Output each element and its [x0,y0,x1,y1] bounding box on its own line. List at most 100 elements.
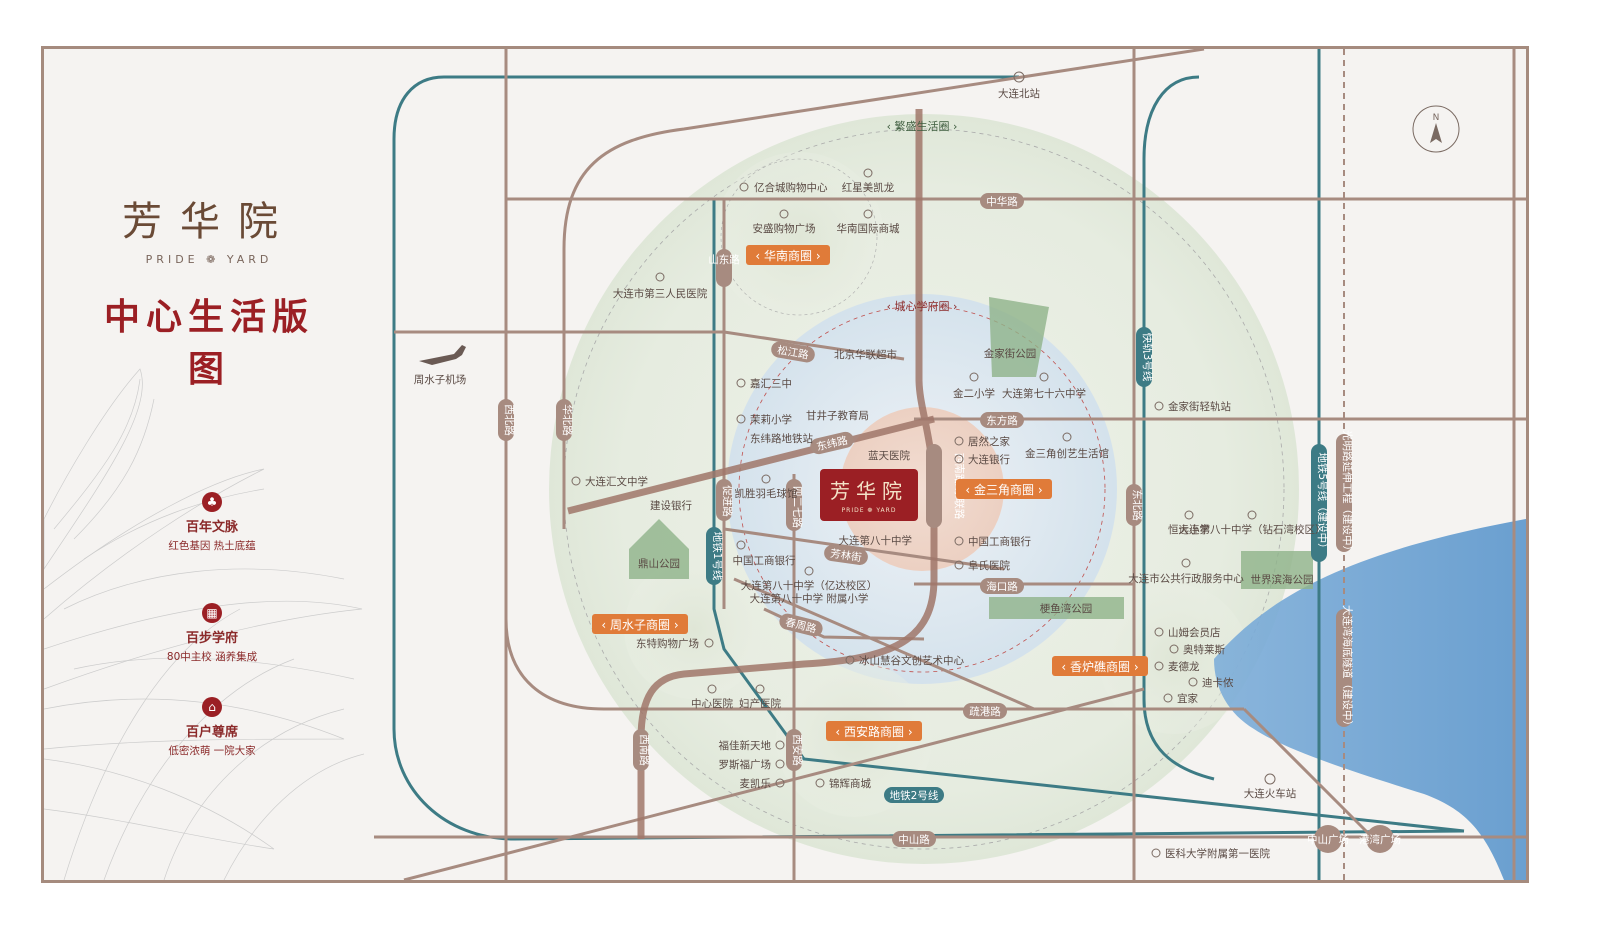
poi-maternity: 妇产医院 [739,697,781,710]
poi-center-hosp: 中心医院 [691,697,733,710]
poi-mcd2: 麦凯乐 [740,777,772,790]
road-labels: 中华路 山东路 松江路 东纬路 东方路 西南路/东联路 促进路 四二七路 芳林街… [498,193,1401,853]
poi-outlets: 奥特莱斯 [1183,643,1225,656]
poi-beijing-hualian: 北京华联超市 [834,348,897,361]
circle-label-prosperous: ‹ 繁盛生活圈 › [887,119,958,133]
map-frame: 中华路 山东路 松江路 东纬路 东方路 西南路/东联路 促进路 四二七路 芳林街… [41,46,1529,883]
feature-subtitle: 80中主校 涵养集成 [166,651,258,663]
zhongshan-square: 中山广场 [1307,833,1349,846]
feature-subtitle: 低密浓萌 一院大家 [168,745,256,757]
road-guangming: 光明路延伸工程（建设中） [1341,430,1354,556]
feature-house: ⌂ 百户尊席 低密浓萌 一院大家 [137,697,287,758]
road-xibei: 西北路 [503,404,516,436]
poi-airport: 周水子机场 [414,373,467,386]
poi-dingshan: 鼎山公园 [638,558,680,570]
poi-jinjia-station: 金家街轻轨站 [1168,400,1231,413]
poi-fujia: 福佳新天地 [719,739,772,752]
sea-area [1214,519,1526,880]
gangwan-square: 港湾广场 [1359,833,1401,846]
zone-xianlu: ‹ 西安路商圈 › [835,724,912,739]
center-badge[interactable]: 芳华院 PRIDE ❁ YARD [820,469,918,521]
poi-dalian-bank: 大连银行 [968,453,1010,466]
brand-subtitle: PRIDE ❁ YARD [145,253,273,266]
road-dongfang: 东方路 [986,414,1018,427]
poi-hongxing: 红星美凯龙 [842,181,895,194]
airplane-icon [419,345,466,365]
zone-huanan: ‹ 华南商圈 › [755,248,820,263]
decorative-petals [44,368,365,880]
poi-hengyuan: 恒远小学 [1168,523,1210,536]
poi-jinhui: 锦辉商城 [829,777,871,790]
feature-school: ▦ 百步学府 80中主校 涵养集成 [137,603,287,664]
svg-text:N: N [1433,113,1440,123]
poi-kaisheng: 凯胜羽毛球馆 [735,487,798,500]
poi-bingshan: 冰山慧谷文创艺术中心 [859,654,964,667]
poi-coast-park: 世界滨海公园 [1251,573,1314,586]
zhoushuizi-zone-circle [624,559,764,699]
poi-gov-center: 大连市公共行政服务中心 [1128,572,1244,585]
core-circle [840,407,1004,571]
road-zhongshan: 中山路 [898,833,930,846]
metro-line-1: 地铁1号线 [711,532,724,581]
road-zhonghua: 中华路 [986,195,1018,208]
poi-molihua: 茉莉小学 [750,413,792,426]
poi-dalian-station: 大连火车站 [1244,787,1297,800]
brand-title: 芳华院 [122,199,296,245]
feature-title: 百年文脉 [185,520,238,535]
road-dongbei: 东北路 [1131,489,1144,521]
road-tunnel: 大连湾海底隧道（建设中） [1341,605,1354,731]
zone-xianglujiao: ‹ 香炉礁商圈 › [1061,659,1138,674]
gengyu-park [989,597,1124,619]
poi-ansheng: 安盛购物广场 [753,222,816,235]
school-icon: ▦ [202,603,222,623]
poi-school80: 大连第八十中学 [839,534,913,547]
road-haikou: 海口路 [986,580,1018,593]
poi-huanan-mall: 华南国际商城 [837,222,900,235]
poi-dongwei-station: 东纬路地铁站 [750,432,813,445]
map-title: 中心生活版图 [103,296,314,390]
road-xinan-left: 西南路 [638,734,651,766]
road-huabei: 华北路 [561,404,574,436]
poi-hospital3: 大连市第三人民医院 [613,287,708,300]
center-badge-title: 芳华院 [830,479,908,503]
map-canvas: 中华路 山东路 松江路 东纬路 东方路 西南路/东联路 促进路 四二七路 芳林街… [44,49,1526,880]
feature-heritage: ♣ 百年文脉 红色基因 热土底蕴 [137,492,287,553]
feature-title: 百步学府 [185,631,238,646]
brand-block: 芳华院 PRIDE ❁ YARD 中心生活版图 [89,189,329,392]
poi-jiahui: 嘉汇三中 [750,377,792,390]
poi-huiwen: 大连汇文中学 [585,475,648,488]
poi-sams: 山姆会员店 [1168,626,1221,639]
poi-lantian: 蓝天医院 [868,449,910,462]
road-shugang: 疏港路 [969,705,1001,718]
poi-icbc1: 中国工商银行 [733,554,796,567]
compass-icon: N [1412,105,1460,153]
poi-roosevelt: 罗斯福广场 [719,758,772,771]
poi-decathlon: 迪卡侬 [1202,676,1234,689]
metro-line-2: 地铁2号线 [890,789,939,802]
center-badge-subtitle: PRIDE ❁ YARD [842,507,897,514]
zone-jinsanjiao: ‹ 金三角商圈 › [965,482,1042,497]
tree-icon: ♣ [202,492,222,512]
poi-medical-uni: 医科大学附属第一医院 [1165,847,1270,860]
metro-line-3: 快轨3号线 [1141,333,1154,382]
poi-ccb: 建设银行 [650,499,692,512]
road-shandong: 山东路 [708,253,740,266]
huanan-zone-circle [714,152,884,322]
poi-gengyu: 梗鱼湾公园 [1040,602,1093,615]
road-cujin: 促进路 [721,485,734,517]
poi-juran: 居然之家 [968,435,1010,448]
feature-title: 百户尊席 [185,725,238,740]
poi-ganjingzi-edu: 甘井子教育局 [806,409,869,422]
zone-labels[interactable]: ‹ 华南商圈 › ‹ 金三角商圈 › ‹ 周水子商圈 › ‹ 西安路商圈 › ‹… [592,245,1148,741]
metro-line-5: 地铁5号线（建设中） [1316,452,1329,553]
poi-school80-shw: 大连第八十中学（钻石湾校区） [1179,523,1326,536]
xianglujiao-zone-circle [1099,584,1249,734]
road-xian: 西安路 [791,734,804,766]
poi-ikea: 宜家 [1177,692,1199,705]
poi-jinjia-park: 金家街公园 [984,347,1037,360]
poi-jin-art: 金三角创艺生活馆 [1025,447,1109,460]
road-fanglin: 芳林街 [829,547,862,564]
road-sierqi: 四二七路 [791,486,804,528]
poi-fushi: 阜氏医院 [968,559,1010,572]
poi-labels: 大连北站 周水子机场 亿合城购物中心 红星美凯龙 安盛购物广场 华南国际商城 大… [414,71,1326,860]
